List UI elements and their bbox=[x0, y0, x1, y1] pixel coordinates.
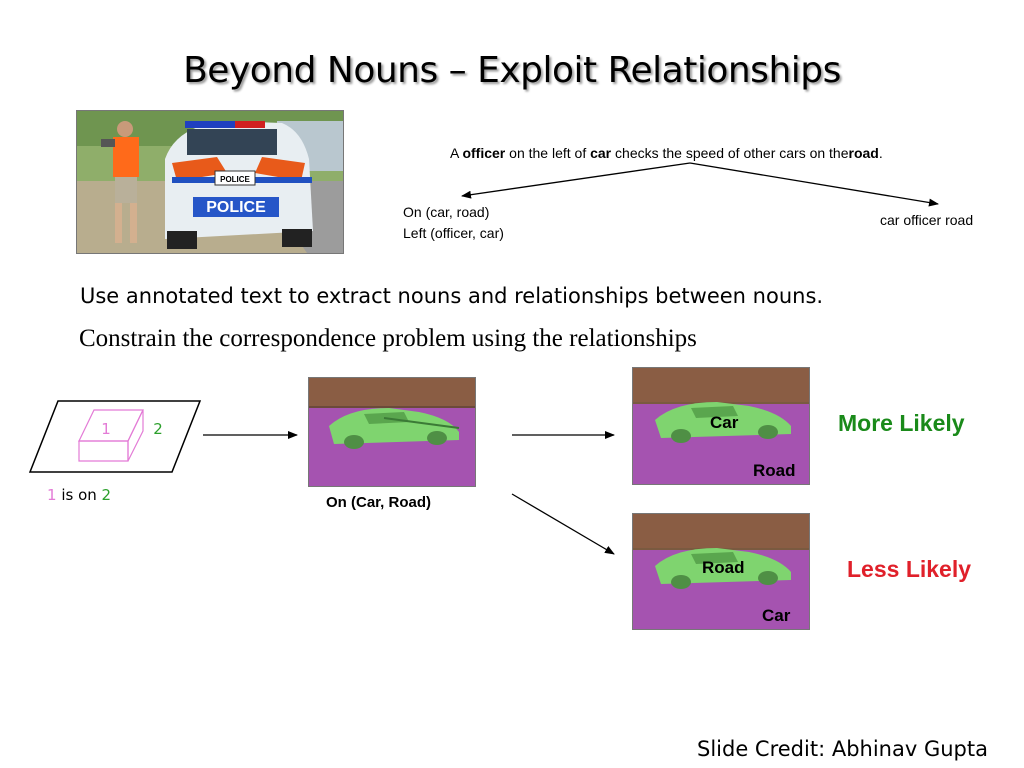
sentence-part-1: A bbox=[450, 145, 459, 161]
more-likely-car-label: Car bbox=[710, 413, 739, 432]
less-likely-car-label: Car bbox=[762, 606, 791, 625]
middle-caption: On (Car, Road) bbox=[326, 494, 432, 511]
relation-left: Left (officer, car) bbox=[403, 225, 504, 241]
more-likely-label: More Likely bbox=[838, 410, 965, 436]
segmented-car-image bbox=[308, 377, 476, 487]
police-text: POLICE bbox=[206, 199, 266, 216]
description-line-1: Use annotated text to extract nouns and … bbox=[80, 284, 824, 308]
police-plate-text: POLICE bbox=[220, 175, 250, 184]
sentence-part-4: . bbox=[878, 145, 883, 161]
sentence-part-2: on the left of bbox=[509, 145, 587, 161]
slide-credit: Slide Credit: Abhinav Gupta bbox=[697, 737, 988, 761]
noun-road: road bbox=[848, 145, 879, 161]
less-likely-road-label: Road bbox=[702, 558, 745, 577]
slide-title: Beyond Nouns – Exploit Relationships bbox=[183, 50, 841, 91]
caption-is-on: is on bbox=[61, 486, 97, 504]
arrow-to-less-likely bbox=[511, 493, 615, 555]
relation-on: On (car, road) bbox=[403, 204, 490, 220]
less-likely-label: Less Likely bbox=[847, 556, 972, 582]
plane-shape bbox=[28, 400, 202, 473]
box-shape bbox=[78, 409, 144, 462]
less-likely-image bbox=[632, 513, 810, 630]
box-label-1: 1 bbox=[101, 420, 111, 438]
nouns-list: car officer road bbox=[880, 212, 974, 228]
box-label-2: 2 bbox=[153, 420, 163, 438]
police-photo: POLICE POLICE bbox=[76, 110, 344, 254]
more-likely-road-label: Road bbox=[753, 461, 796, 480]
box-caption: 1 is on 2 bbox=[47, 486, 111, 504]
relations-list: On (car, road) Left (officer, car) bbox=[403, 202, 504, 244]
box-on-plane-diagram: 1 2 bbox=[28, 400, 202, 473]
more-likely-image bbox=[632, 367, 810, 485]
arrow-to-relations bbox=[461, 162, 691, 199]
arrow-to-nouns bbox=[689, 162, 939, 207]
annotation-sentence: A officer on the left of car checks the … bbox=[450, 145, 883, 161]
noun-officer: officer bbox=[462, 145, 506, 161]
description-line-2: Constrain the correspondence problem usi… bbox=[79, 325, 697, 352]
sentence-part-3: checks the speed of other cars on the bbox=[615, 145, 849, 161]
caption-num-2: 2 bbox=[101, 486, 112, 504]
caption-num-1: 1 bbox=[47, 486, 57, 504]
noun-car: car bbox=[590, 145, 612, 161]
